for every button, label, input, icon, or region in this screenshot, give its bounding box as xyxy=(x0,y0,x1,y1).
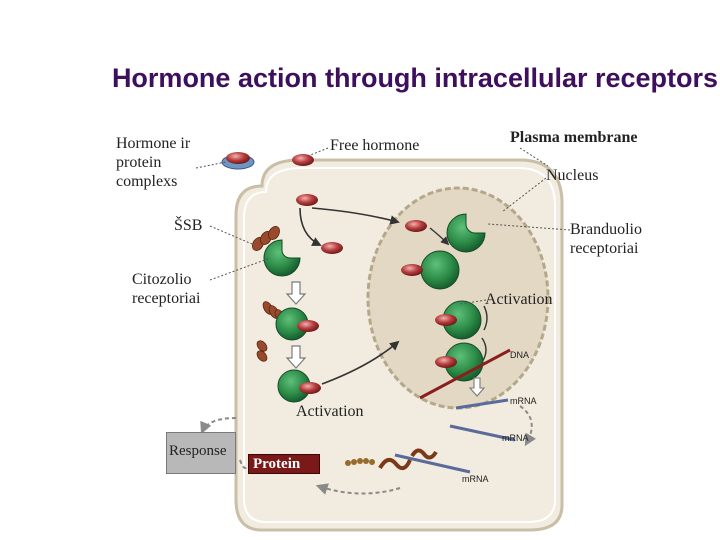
label-activation-nuclear: Activation xyxy=(485,291,553,308)
arrow-protein-return xyxy=(315,483,401,495)
nuclear-receptor-3 xyxy=(435,300,482,340)
cytosol-receptor-3 xyxy=(277,369,321,403)
page-title: Hormone action through intracellular rec… xyxy=(111,63,719,93)
label-mrna-3: mRNA xyxy=(462,474,489,484)
label-dna: DNA xyxy=(510,350,530,360)
hormone-in-membrane xyxy=(296,194,318,206)
free-hormone-outside xyxy=(292,154,314,166)
mrna-strand-2 xyxy=(449,424,516,442)
label-hsp: ŠSB xyxy=(174,217,203,234)
hormone-cytosol xyxy=(321,242,343,254)
arrow-response-to-protein xyxy=(239,459,249,469)
chaperone-hsp xyxy=(252,226,280,251)
label-mrna-1: mRNA xyxy=(510,396,537,406)
arrow-mrna-out xyxy=(519,405,537,447)
dna-strand xyxy=(419,348,511,400)
bracket-3 xyxy=(483,305,488,331)
arrow-cytosol-to-nucleus xyxy=(321,340,400,385)
arrow-down-1 xyxy=(285,281,307,305)
nuclear-receptor-1 xyxy=(446,213,486,253)
arrow-to-response xyxy=(200,417,237,435)
mrna-strand-1 xyxy=(455,398,509,410)
nuclear-receptor-4 xyxy=(435,342,484,382)
label-nucleus: Nucleus xyxy=(546,167,599,184)
response-box: Response xyxy=(166,432,236,474)
protein-box: Protein xyxy=(248,454,320,474)
released-hsp-2 xyxy=(256,340,268,362)
arrow-transcription xyxy=(468,377,486,397)
label-cytosol-receptors: Citozolio receptoriai xyxy=(132,271,201,307)
label-plasma-membrane: Plasma membrane xyxy=(510,129,638,146)
nuclear-receptor-2 xyxy=(401,250,460,290)
arrow-nuclear-1 xyxy=(429,227,450,246)
protein-chain-2 xyxy=(378,457,412,471)
label-free-hormone: Free hormone xyxy=(330,137,420,154)
protein-chain-1 xyxy=(345,458,375,466)
hormone-on-carrier xyxy=(226,152,250,164)
leader-lines xyxy=(195,147,571,305)
mrna-strand-3 xyxy=(394,453,471,474)
cell-membrane-inner xyxy=(243,167,556,523)
hormone-into-nucleus xyxy=(405,220,427,232)
arrow-down-2 xyxy=(285,345,307,369)
arrow-into-cell xyxy=(311,207,400,225)
protein-chain-3 xyxy=(410,448,438,460)
label-hormone-protein-complex: Hormone ir protein complexs xyxy=(116,135,191,190)
cytosol-receptor-1 xyxy=(263,239,301,277)
label-mrna-2: mRNA xyxy=(502,433,529,443)
arrow-to-cytosol xyxy=(299,207,322,246)
label-nuclear-receptors: Branduolio receptoriai xyxy=(570,221,642,257)
cytosol-receptor-2 xyxy=(275,307,319,341)
label-activation-cytosol: Activation xyxy=(296,403,364,420)
